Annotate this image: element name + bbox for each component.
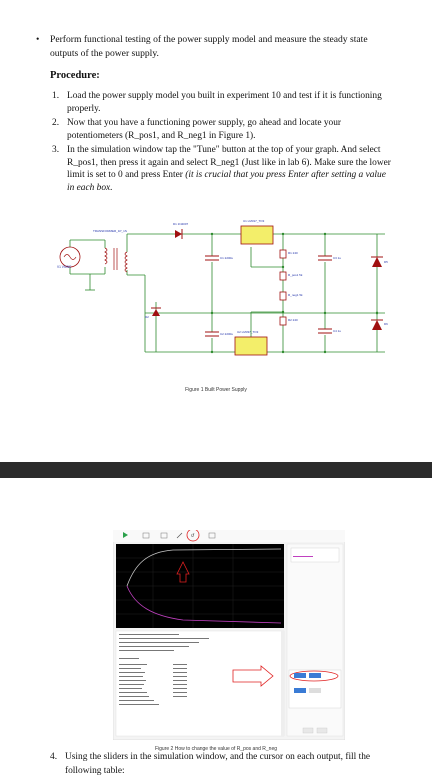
step-text: Using the sliders in the simulation wind… [65,752,371,776]
regulator-u1 [240,225,274,245]
procedure-list: 1. Load the power supply model you built… [52,90,392,196]
diode-d1-symbol [175,230,182,238]
figure-2-caption: Figure 2 How to change the value of R_po… [154,746,278,752]
step-text: Now that you have a functioning power su… [67,118,342,141]
pencil-icon [176,532,183,539]
slider-thumb[interactable] [294,688,306,693]
tune-button-highlight [186,530,200,542]
intro-bullet-text: Perform functional testing of the power … [50,34,368,59]
slider-thumb[interactable] [309,673,321,678]
toolbar-icon [142,532,150,539]
annotation-arrow-right [232,665,274,687]
regulator-u2 [234,336,268,356]
svg-text:C1 2200u: C1 2200u [220,256,233,260]
svg-text:↺: ↺ [191,533,195,539]
step-text: In the simulation window tap the "Tune" … [67,145,391,180]
svg-text:D6: D6 [384,322,388,326]
toolbar-icon [160,532,168,539]
svg-text:R_neg1 5k: R_neg1 5k [288,293,303,297]
annotation-arrow-up [176,561,190,583]
diode-d6-symbol [372,320,382,330]
svg-text:D2: D2 [145,315,149,319]
svg-text:TRANSFORMER_1P_1S: TRANSFORMER_1P_1S [93,229,127,233]
intro-bullet: • Perform functional testing of the powe… [36,33,390,61]
resistor-r2 [279,316,287,326]
diode-d2-symbol [152,309,160,316]
procedure-step-2: 2. Now that you have a functioning power… [52,117,392,142]
simulation-window-screenshot: ↺ [113,530,345,740]
transformer-symbol [104,247,128,273]
figure-1-caption: Figure 1 Built Power Supply [185,387,247,393]
svg-text:R2 240: R2 240 [288,318,298,322]
step-number: 1. [52,91,60,101]
output-log-panel [115,630,285,737]
svg-text:U1 LM317_TO3: U1 LM317_TO3 [243,219,265,223]
panel-button[interactable] [316,727,328,734]
step-number: 2. [52,118,60,128]
negative-output-trace [126,585,282,624]
svg-text:C3 1u: C3 1u [333,256,341,260]
svg-text:U2 LM337_TO3: U2 LM337_TO3 [237,330,259,334]
svg-text:R1 240: R1 240 [288,251,298,255]
svg-text:C2 2200u: C2 2200u [220,332,233,336]
slider-highlight [289,670,339,682]
positive-output-trace [126,548,282,587]
slider-thumb[interactable] [294,673,306,678]
procedure-step-4: 4. Using the sliders in the simulation w… [50,750,390,778]
resistor-rpos1 [279,271,287,281]
svg-text:D5: D5 [384,260,388,264]
page-separator-band [0,462,432,478]
panel-button[interactable] [302,727,314,734]
procedure-step-3: 3. In the simulation window tap the "Tun… [52,144,392,194]
power-supply-schematic: V1 VSINE TRANSFORMER_1P_1S D1 1N4007 U1 … [57,219,388,356]
resistor-rneg1 [279,291,287,301]
step-number: 4. [50,752,58,762]
svg-text:D1 1N4007: D1 1N4007 [173,222,189,226]
svg-text:C4 1u: C4 1u [333,329,341,333]
slider-field[interactable] [309,688,321,693]
step-note: (it is crucial that you press Enter afte… [67,170,386,193]
diode-d5-symbol [372,257,382,267]
resistor-r1 [279,249,287,259]
step-number: 3. [52,145,60,155]
procedure-step-1: 1. Load the power supply model you built… [52,90,392,115]
svg-text:R_pos1 5k: R_pos1 5k [288,273,303,277]
source-label: V1 VSINE [57,265,71,269]
step-text: Load the power supply model you built in… [67,91,382,114]
procedure-heading: Procedure: [50,70,100,81]
run-icon [123,532,128,538]
toolbar-icon [208,532,216,539]
bullet-dot: • [36,34,40,45]
legend-box [290,547,340,563]
